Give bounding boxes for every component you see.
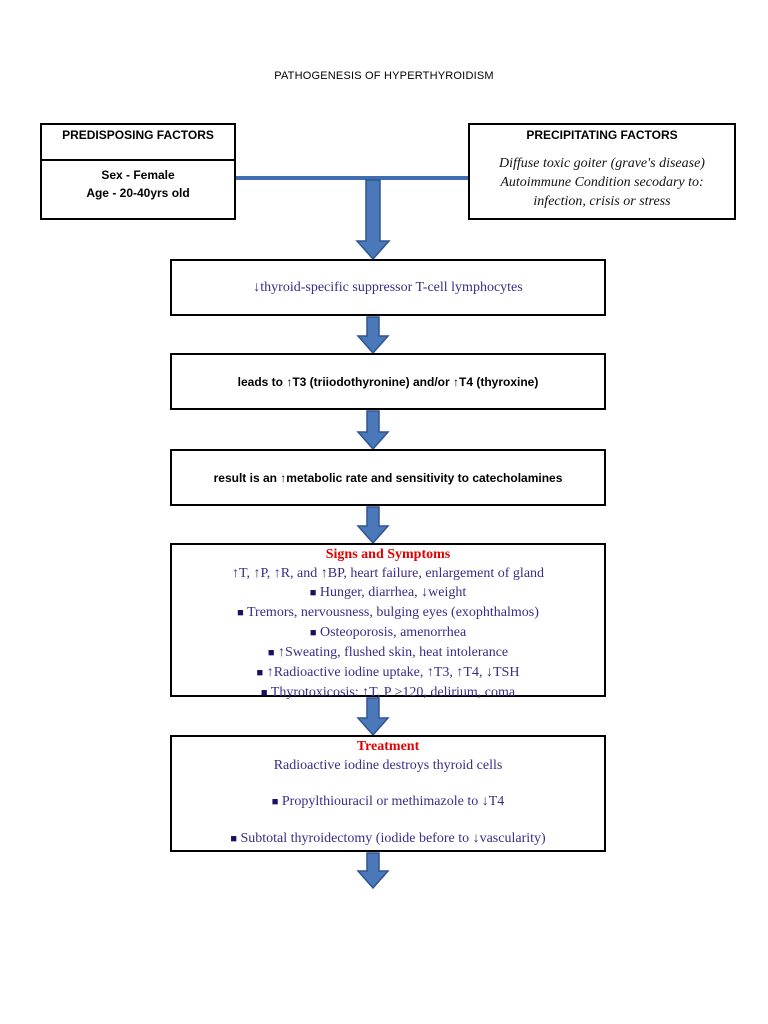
treatment-item-text: Propylthiouracil or methimazole to ↓T4: [281, 794, 505, 809]
predisposing-item: Sex - Female: [101, 168, 175, 182]
predisposing-heading: PREDISPOSING FACTORS: [42, 125, 234, 161]
arrow-down-icon: [356, 316, 390, 355]
precipitating-item: Diffuse toxic goiter (grave's disease): [499, 156, 705, 171]
signs-item-text: ↑Sweating, flushed skin, heat intoleranc…: [277, 645, 509, 660]
bullet-icon: ■: [237, 607, 244, 619]
signs-item-text: Osteoporosis, amenorrhea: [319, 625, 467, 640]
signs-item-text: Thyrotoxicosis: ↑T, P >120, delirium, co…: [270, 685, 516, 700]
treatment-item: ■ Subtotal thyroidectomy (iodide before …: [172, 829, 604, 849]
treatment-item-text: Subtotal thyroidectomy (iodide before to…: [240, 831, 546, 846]
step-box-suppressor-tcell: ↓thyroid-specific suppressor T-cell lymp…: [170, 259, 606, 316]
bullet-icon: ■: [230, 833, 237, 845]
signs-item: ■ Thyrotoxicosis: ↑T, P >120, delirium, …: [172, 683, 604, 703]
predisposing-items: Sex - Female Age - 20-40yrs old: [42, 161, 234, 202]
signs-item: ■ Osteoporosis, amenorrhea: [172, 623, 604, 643]
bullet-icon: ■: [309, 627, 317, 639]
arrow-down-icon: [356, 697, 390, 737]
precipitating-item: Autoimmune Condition secodary to:: [500, 175, 704, 190]
bullet-icon: ■: [256, 667, 264, 679]
treatment-box: Treatment Radioactive iodine destroys th…: [170, 735, 606, 852]
bullet-icon: ■: [267, 647, 275, 659]
signs-item: ■ Tremors, nervousness, bulging eyes (ex…: [172, 603, 604, 623]
predisposing-item: Age - 20-40yrs old: [86, 186, 190, 200]
signs-heading: Signs and Symptoms: [325, 547, 451, 562]
treatment-first-line: Radioactive iodine destroys thyroid cell…: [273, 758, 503, 773]
precipitating-factors-box: PRECIPITATING FACTORS Diffuse toxic goit…: [468, 123, 736, 220]
precipitating-item: infection, crisis or stress: [533, 194, 671, 209]
precipitating-heading: PRECIPITATING FACTORS: [526, 128, 678, 142]
step-text: leads to ↑T3 (triiodothyronine) and/or ↑…: [237, 374, 539, 389]
treatment-item: ■ Propylthiouracil or methimazole to ↓T4: [172, 792, 604, 812]
signs-item: ■ Hunger, diarrhea, ↓weight: [172, 583, 604, 603]
page-title: PATHOGENESIS OF HYPERTHYROIDISM: [274, 70, 494, 82]
arrow-down-icon: [356, 852, 390, 890]
signs-item-text: Hunger, diarrhea, ↓weight: [319, 585, 467, 600]
signs-symptoms-box: Signs and Symptoms ↑T, ↑P, ↑R, and ↑BP, …: [170, 543, 606, 700]
predisposing-factors-box: PREDISPOSING FACTORS Sex - Female Age - …: [40, 123, 236, 220]
arrow-down-icon: [355, 179, 391, 261]
precipitating-items: Diffuse toxic goiter (grave's disease) A…: [470, 142, 734, 211]
signs-item-text: Tremors, nervousness, bulging eyes (exop…: [247, 605, 539, 620]
signs-first-line: ↑T, ↑P, ↑R, and ↑BP, heart failure, enla…: [231, 566, 545, 581]
step-box-t3-t4: leads to ↑T3 (triiodothyronine) and/or ↑…: [170, 353, 606, 410]
step-box-metabolic-rate: result is an ↑metabolic rate and sensiti…: [170, 449, 606, 506]
arrow-down-icon: [356, 506, 390, 545]
bullet-icon: ■: [271, 796, 279, 808]
treatment-heading: Treatment: [356, 739, 420, 754]
bullet-icon: ■: [309, 587, 317, 599]
arrow-down-icon: [356, 410, 390, 451]
signs-item-text: ↑Radioactive iodine uptake, ↑T3, ↑T4, ↓T…: [266, 665, 520, 680]
bullet-icon: ■: [260, 687, 268, 699]
signs-item: ■ ↑Sweating, flushed skin, heat intolera…: [172, 643, 604, 663]
signs-item: ■ ↑Radioactive iodine uptake, ↑T3, ↑T4, …: [172, 663, 604, 683]
step-text: ↓thyroid-specific suppressor T-cell lymp…: [253, 279, 523, 295]
step-text: result is an ↑metabolic rate and sensiti…: [213, 470, 563, 485]
